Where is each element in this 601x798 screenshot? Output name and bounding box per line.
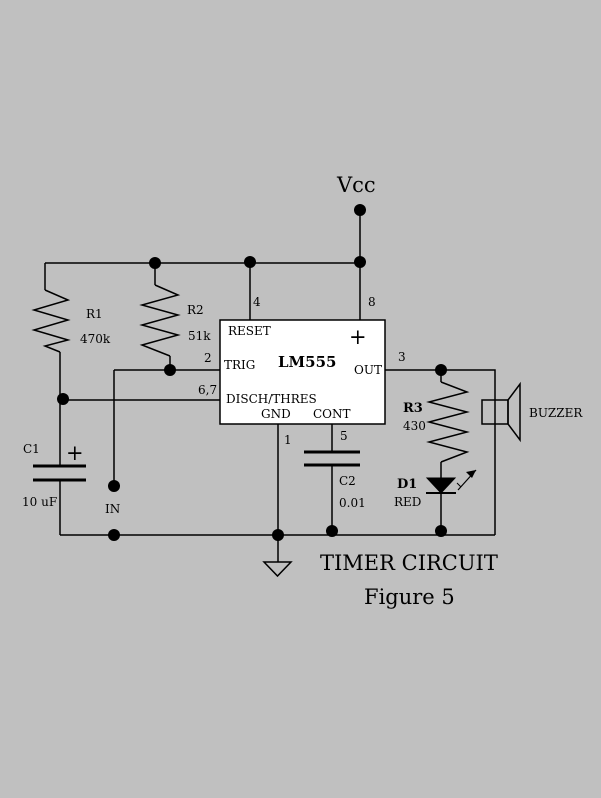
junction-dot xyxy=(326,525,338,537)
ic-gnd-label: GND xyxy=(261,407,291,421)
c2-value: 0.01 xyxy=(339,496,366,510)
c1-value: 10 uF xyxy=(22,495,57,509)
junction-dot xyxy=(57,393,69,405)
junction-dot xyxy=(435,364,447,376)
junctions xyxy=(57,256,447,541)
junction-dot xyxy=(354,256,366,268)
ic-plus-label: + xyxy=(349,325,367,349)
input-terminal xyxy=(108,480,120,492)
ic-out-label: OUT xyxy=(354,363,382,377)
pin-number-trig: 2 xyxy=(204,351,212,365)
resistor-r3-icon xyxy=(426,381,470,463)
ic-disch-thres-label: DISCH/THRES xyxy=(226,392,317,406)
ic-reset-label: RESET xyxy=(228,324,271,338)
pin-number-disch-thres: 6,7 xyxy=(198,383,217,397)
ic-part-label: LM555 xyxy=(278,353,336,371)
r3-value: 430 xyxy=(403,419,426,433)
pin-number-gnd: 1 xyxy=(284,433,292,447)
buzzer-label: BUZZER xyxy=(529,406,583,420)
d1-value: RED xyxy=(394,495,421,509)
junction-dot xyxy=(164,364,176,376)
pin-number-vcc: 8 xyxy=(368,295,376,309)
r2-name: R2 xyxy=(187,303,204,317)
pin-number-out: 3 xyxy=(398,350,406,364)
capacitor-c2-icon xyxy=(304,450,360,467)
vcc-label: Vcc xyxy=(336,173,376,197)
junction-dot xyxy=(149,257,161,269)
junction-dot xyxy=(244,256,256,268)
ic-trig-label: TRIG xyxy=(224,358,255,372)
junction-dot xyxy=(108,529,120,541)
lm555-chip: RESET + LM555 TRIG OUT DISCH/THRES GND C… xyxy=(219,319,386,425)
ic-cont-label: CONT xyxy=(313,407,351,421)
c1-polarity: + xyxy=(66,441,84,465)
r3-name: R3 xyxy=(403,401,423,416)
figure-caption: Figure 5 xyxy=(364,585,455,609)
junction-dot xyxy=(272,529,284,541)
out-wire xyxy=(385,369,496,535)
pin-number-reset: 4 xyxy=(253,295,261,309)
buzzer-icon xyxy=(481,381,521,443)
capacitor-c1-icon xyxy=(33,440,86,482)
input-label: IN xyxy=(105,502,120,516)
ground-icon xyxy=(262,561,293,578)
pin-number-cont: 5 xyxy=(340,429,348,443)
led-d1-icon xyxy=(425,469,477,494)
c2-name: C2 xyxy=(339,474,356,488)
resistor-r2-icon xyxy=(139,284,181,357)
r1-value: 470k xyxy=(80,332,111,346)
r1-name: R1 xyxy=(86,307,103,321)
resistor-r1-icon xyxy=(31,289,71,353)
d1-name: D1 xyxy=(397,477,417,492)
circuit-title: TIMER CIRCUIT xyxy=(320,551,498,575)
c1-name: C1 xyxy=(23,442,40,456)
r2-value: 51k xyxy=(188,329,211,343)
junction-dot xyxy=(435,525,447,537)
